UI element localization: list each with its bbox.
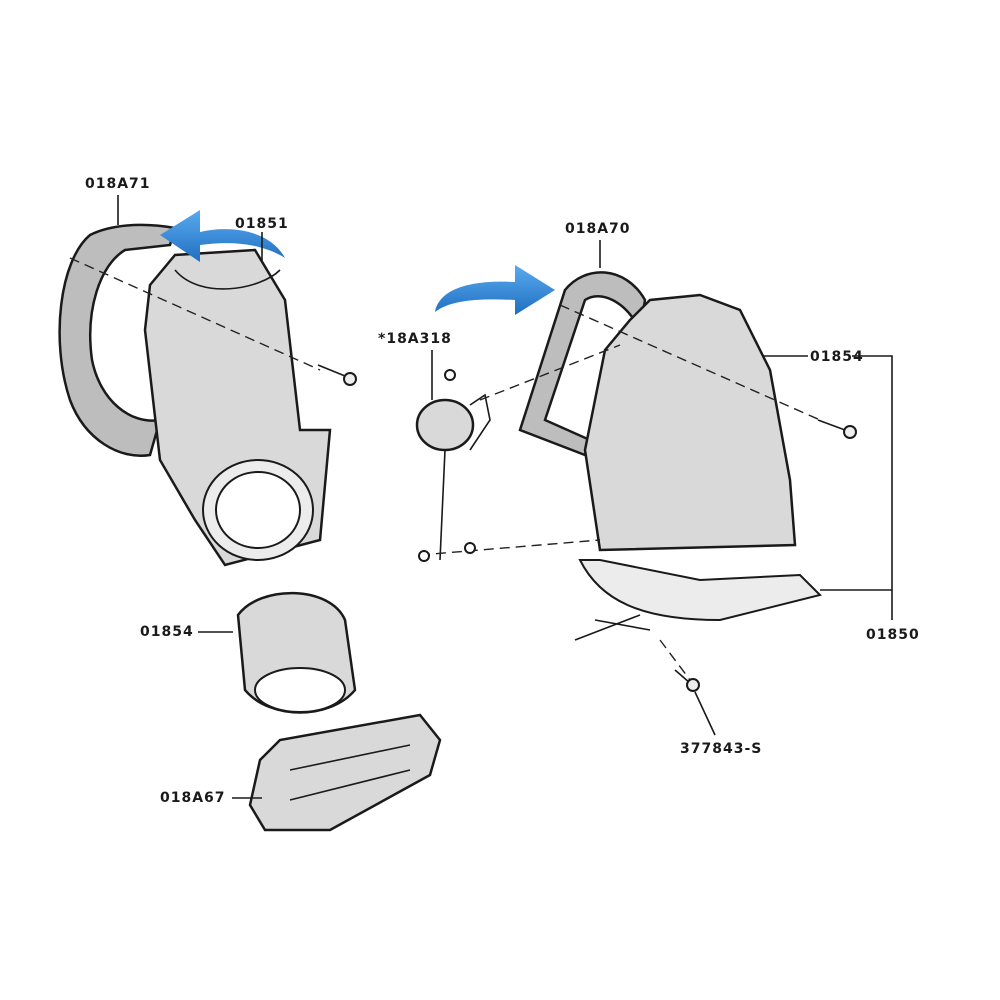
screw-right: [817, 419, 857, 439]
bracket: [248, 713, 442, 832]
label-01851: 01851: [235, 216, 289, 232]
blue-arrow-left-icon: [160, 210, 285, 262]
housing-right: [574, 293, 822, 641]
duct-left: [143, 248, 332, 567]
label-01850: 01850: [866, 627, 920, 643]
screw-left: [317, 364, 357, 386]
label-018A67: 018A67: [160, 790, 226, 806]
adapter-ring: [236, 591, 357, 714]
vacuum-actuator: [415, 369, 491, 562]
label-01854-ring: 01854: [140, 624, 194, 640]
label-018A70: 018A70: [565, 221, 631, 237]
label-01854-housing: 01854: [810, 349, 864, 365]
label-018A71: 018A71: [85, 176, 151, 192]
label-18A318: *18A318: [378, 331, 452, 347]
blue-arrow-right-icon: [435, 265, 555, 315]
label-377843-S: 377843-S: [680, 741, 763, 757]
screw-bottom: [674, 669, 700, 692]
